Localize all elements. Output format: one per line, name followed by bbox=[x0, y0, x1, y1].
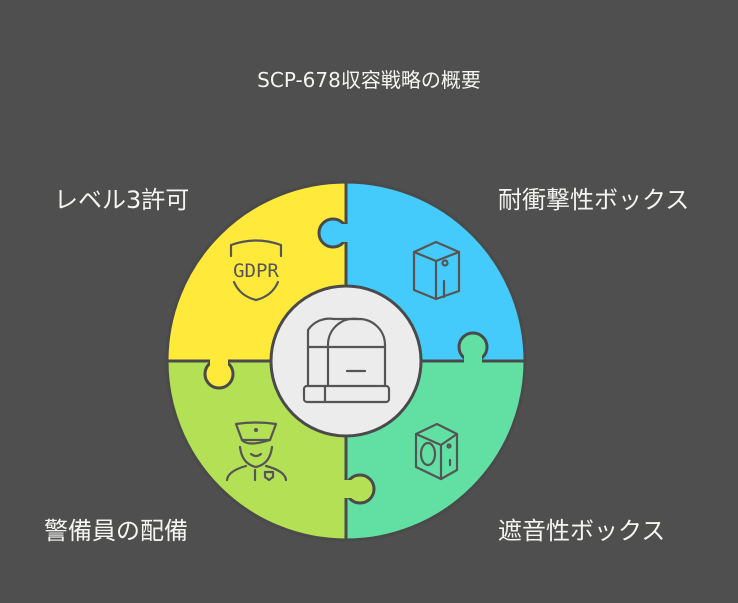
gdpr-shield-icon: GDPR bbox=[229, 239, 283, 302]
containment-chamber-icon bbox=[302, 317, 391, 404]
security-guard-icon bbox=[225, 421, 288, 482]
label-soundproof-box: 遮音性ボックス bbox=[498, 517, 666, 545]
speaker-box-icon bbox=[414, 422, 459, 481]
center-circle bbox=[269, 284, 423, 438]
diagram-title: SCP-678収容戦略の概要 bbox=[257, 68, 481, 92]
label-guards: 警備員の配備 bbox=[44, 517, 188, 545]
label-level3-permit: レベル3許可 bbox=[54, 186, 190, 214]
box-icon bbox=[412, 240, 461, 301]
svg-text:GDPR: GDPR bbox=[233, 260, 279, 282]
label-impact-box: 耐衝撃性ボックス bbox=[498, 186, 690, 214]
